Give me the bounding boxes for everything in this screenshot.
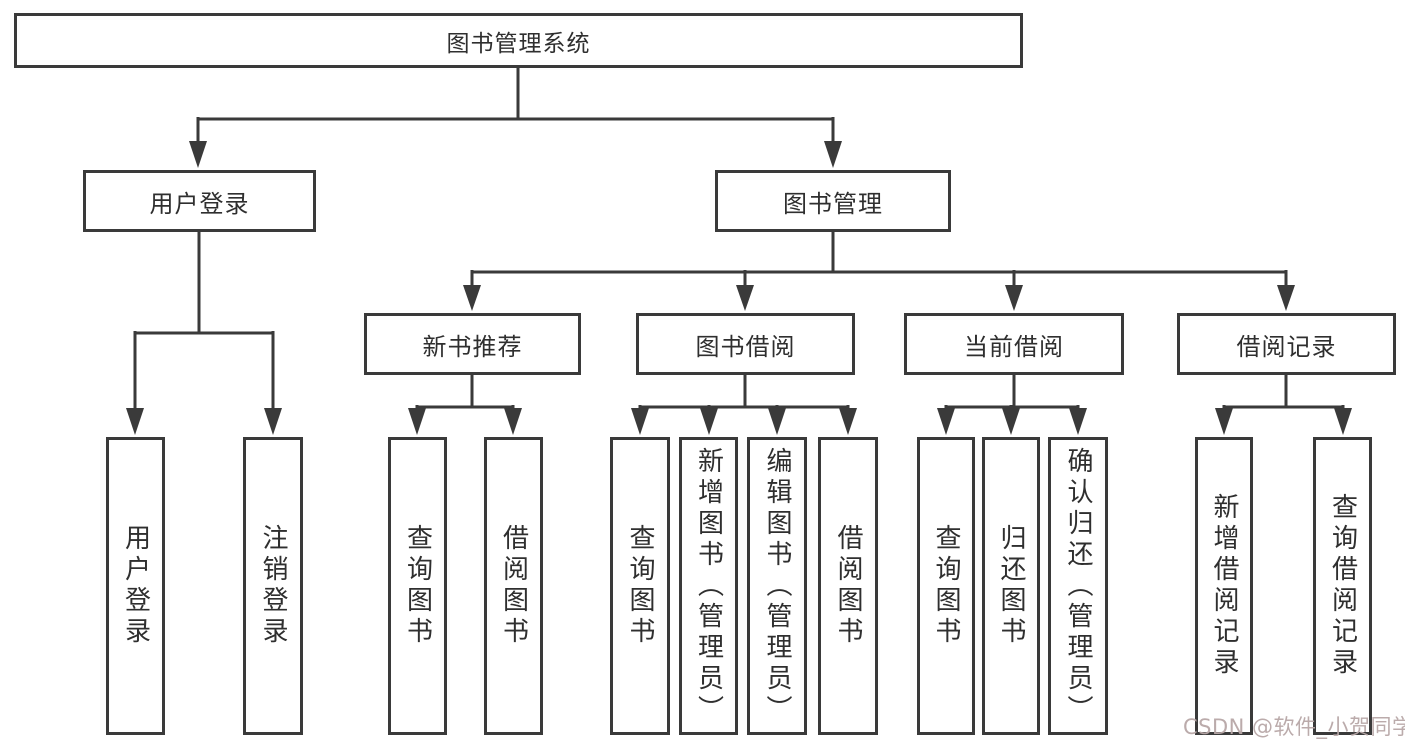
leaf-recommend-borrow-books: 借阅图书 — [484, 437, 543, 735]
leaf-recommend-query-books: 查询图书 — [388, 437, 447, 735]
leaf-query-borrow-record-label: 查询借阅记录 — [1327, 493, 1358, 679]
node-book-management: 图书管理 — [715, 170, 951, 232]
leaf-add-books-admin-label: 新增图书（管理员） — [693, 446, 724, 726]
leaf-return-books-label: 归还图书 — [996, 524, 1026, 648]
node-current-borrow-label: 当前借阅 — [964, 332, 1064, 361]
node-current-borrow: 当前借阅 — [904, 313, 1124, 375]
leaf-add-borrow-record: 新增借阅记录 — [1195, 437, 1253, 735]
leaf-confirm-return-admin-label: 确认归还（管理员） — [1063, 446, 1093, 726]
leaf-add-books-admin: 新增图书（管理员） — [679, 437, 738, 735]
csdn-watermark: CSDN @软件_小贺同学 — [1183, 715, 1405, 739]
node-book-borrow-label: 图书借阅 — [695, 332, 796, 361]
leaf-return-books: 归还图书 — [982, 437, 1040, 735]
leaf-edit-books-admin: 编辑图书（管理员） — [747, 437, 807, 735]
leaf-current-query-books-label: 查询图书 — [931, 524, 961, 648]
leaf-recommend-borrow-books-label: 借阅图书 — [498, 524, 529, 648]
node-user-login-label: 用户登录 — [149, 189, 250, 218]
leaf-user-login: 用户登录 — [106, 437, 165, 735]
node-root-label: 图书管理系统 — [446, 30, 591, 57]
leaf-current-query-books: 查询图书 — [917, 437, 975, 735]
leaf-borrow-books-label: 借阅图书 — [833, 524, 863, 648]
leaf-user-login-label: 用户登录 — [120, 524, 151, 648]
node-new-book-recommend: 新书推荐 — [364, 313, 581, 375]
node-borrow-records: 借阅记录 — [1177, 313, 1396, 375]
node-borrow-records-label: 借阅记录 — [1236, 332, 1337, 361]
leaf-recommend-query-books-label: 查询图书 — [402, 524, 433, 648]
leaf-query-borrow-record: 查询借阅记录 — [1313, 437, 1372, 735]
node-user-login: 用户登录 — [83, 170, 316, 232]
leaf-borrow-query-books-label: 查询图书 — [625, 524, 655, 648]
node-new-book-recommend-label: 新书推荐 — [422, 332, 523, 361]
node-book-borrow: 图书借阅 — [636, 313, 855, 375]
leaf-logout-label: 注销登录 — [258, 524, 288, 648]
node-book-management-label: 图书管理 — [783, 189, 883, 218]
leaf-edit-books-admin-label: 编辑图书（管理员） — [762, 446, 792, 726]
leaf-borrow-query-books: 查询图书 — [610, 437, 670, 735]
leaf-add-borrow-record-label: 新增借阅记录 — [1209, 493, 1239, 679]
leaf-logout: 注销登录 — [243, 437, 303, 735]
leaf-borrow-books: 借阅图书 — [818, 437, 878, 735]
node-root: 图书管理系统 — [14, 13, 1023, 68]
leaf-confirm-return-admin: 确认归还（管理员） — [1048, 437, 1108, 735]
